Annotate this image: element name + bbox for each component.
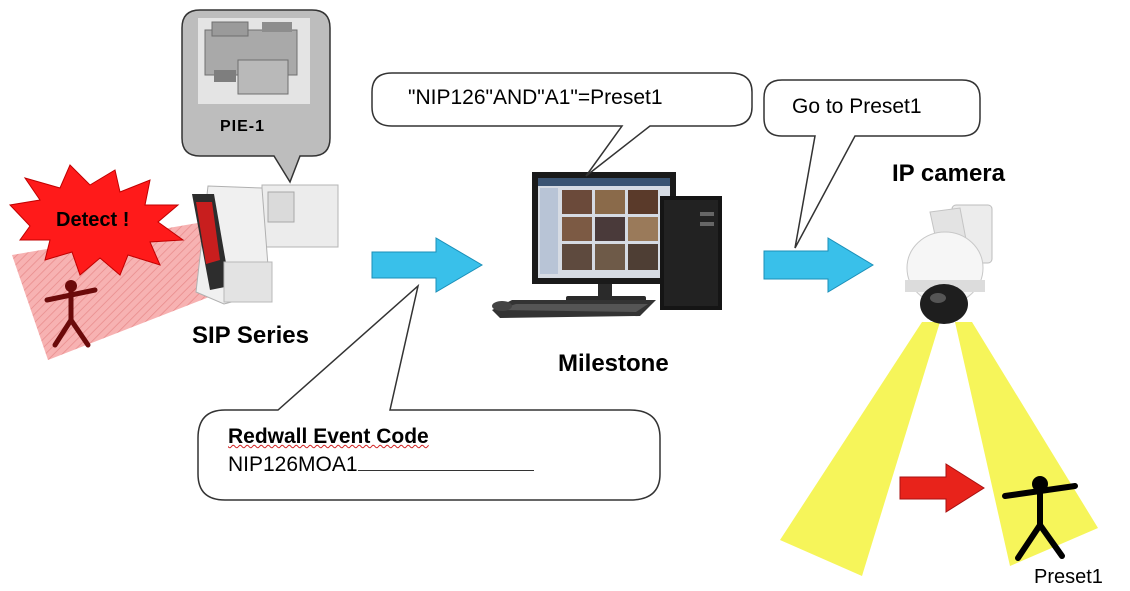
blank-line [357,452,534,471]
dome-camera-icon [905,204,993,324]
pie1-label: PIE-1 [220,118,266,135]
condition-text: "NIP126"AND"A1"=Preset1 [408,86,663,109]
camera-beam-left [780,322,940,576]
flow-arrow-1 [371,237,483,293]
sip-series-label: SIP Series [192,322,309,349]
detection-zone [12,220,222,360]
sip-sensor-icon [192,184,339,305]
computer-icon [492,172,722,318]
controller-module-icon [198,18,310,104]
movement-arrow [899,463,985,513]
flow-arrow-2 [763,237,874,293]
preset-person-icon [1002,476,1078,561]
preset1-label: Preset1 [1034,566,1103,588]
event-code-value: NIP126MOA1 [228,452,534,477]
condition-callout [371,72,753,177]
pie1-callout [181,9,331,184]
event-code-title: Redwall Event Code [228,425,429,448]
goto-text: Go to Preset1 [792,95,922,118]
ip-camera-label: IP camera [892,160,1005,187]
detect-label: Detect ! [56,209,130,231]
event-code-callout [197,283,661,501]
starburst-icon [8,164,185,276]
goto-callout [763,79,981,249]
intruder-person-icon [44,280,98,348]
camera-beam-right [955,322,1098,566]
milestone-label: Milestone [558,350,669,377]
